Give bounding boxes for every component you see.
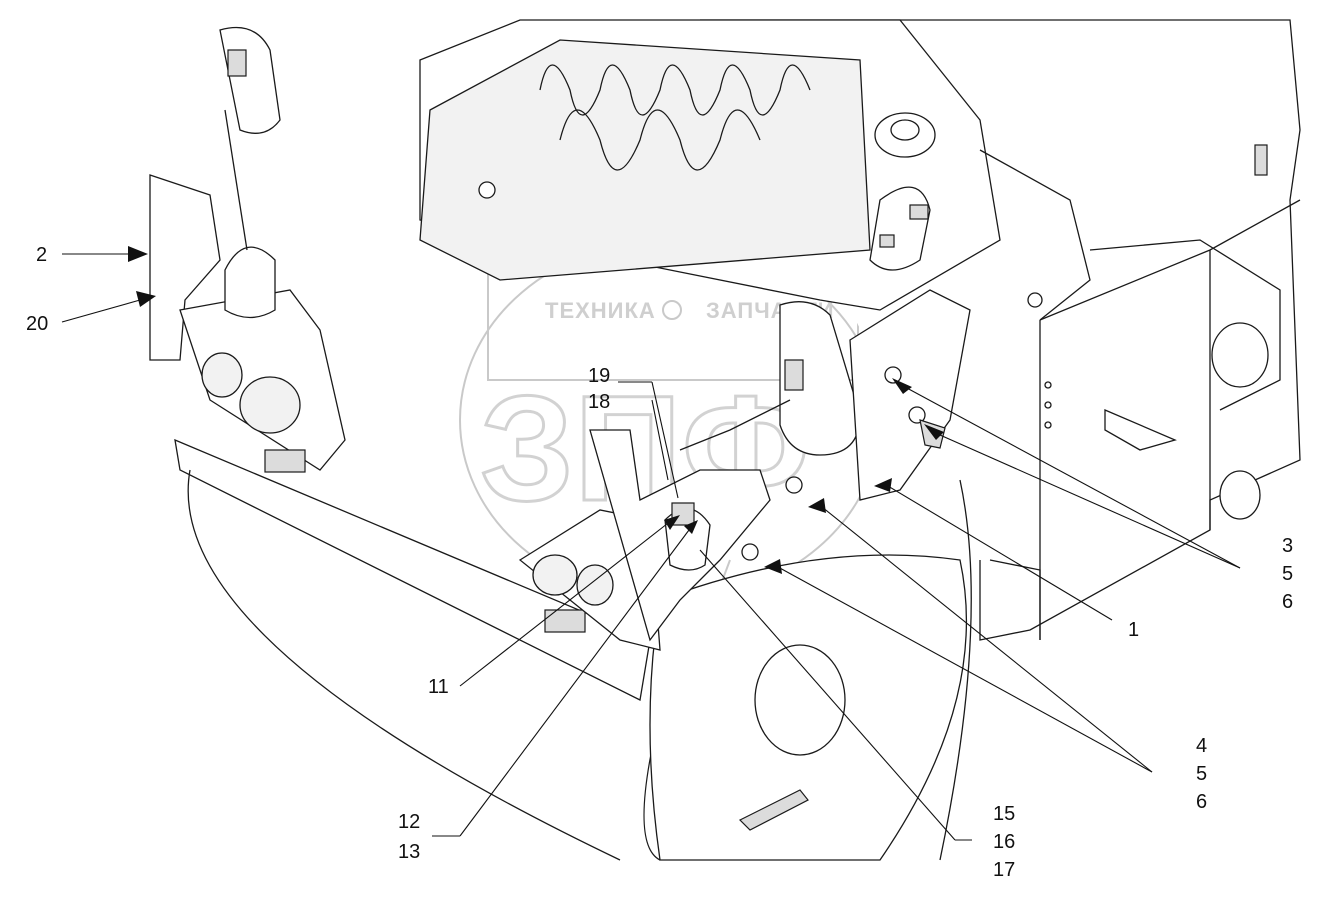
right-mirror	[779, 301, 861, 456]
leader-15	[699, 549, 956, 841]
hood-bolt	[478, 181, 496, 199]
hood-radiator-fins	[539, 64, 811, 116]
bumper-clip	[264, 449, 306, 473]
drum-left	[187, 469, 621, 861]
leader-4b	[777, 566, 1153, 773]
bumper-bar	[174, 438, 651, 701]
left-speaker-grille	[201, 352, 243, 398]
leader-1	[887, 485, 1113, 621]
frame-inner	[1089, 239, 1281, 411]
drum-right	[939, 479, 972, 861]
arrow-20	[136, 291, 156, 307]
arrow-4b	[764, 559, 782, 574]
leaders	[61, 246, 1241, 841]
right-mirror-mount	[784, 359, 804, 391]
callout-11: 11	[428, 676, 449, 698]
control-switch	[909, 204, 929, 220]
left-mirror-arm	[224, 109, 248, 251]
center-speaker-grille	[532, 554, 578, 596]
callout-13: 13	[398, 841, 420, 863]
callout-4: 4	[1196, 735, 1207, 757]
arrow-3b	[924, 424, 944, 440]
callout-1: 1	[1128, 619, 1139, 641]
hood-panel	[419, 39, 871, 281]
arrow-12	[684, 520, 698, 534]
center-joystick-knob	[671, 502, 695, 526]
right-lamp	[908, 406, 926, 424]
leader-3b	[939, 434, 1241, 569]
arrow-11	[664, 515, 680, 530]
frame-bracket	[1104, 409, 1177, 451]
filler-cap-inner	[890, 119, 920, 141]
left-joystick-boot	[224, 246, 276, 319]
leader-12	[459, 525, 693, 837]
arrow-3a	[892, 378, 912, 394]
leader-19	[651, 381, 679, 499]
gear-icon	[662, 300, 682, 320]
leader-4a	[821, 506, 1153, 773]
frame-opening	[1211, 322, 1269, 388]
bumper-clip	[544, 609, 586, 633]
callout-20: 20	[26, 313, 48, 335]
leader-3a	[904, 386, 1241, 569]
center-speaker-grille-small	[576, 564, 614, 606]
engine-hood	[419, 19, 1091, 321]
callout-5b: 5	[1196, 763, 1207, 785]
callout-6a: 6	[1282, 591, 1293, 613]
right-mirror-assembly	[679, 289, 971, 561]
right-guard	[849, 289, 971, 501]
filler-cap	[874, 112, 936, 158]
callout-5a: 5	[1282, 563, 1293, 585]
arrow-2	[128, 246, 148, 262]
arrow-4a	[808, 498, 826, 513]
leader-18	[651, 399, 669, 481]
side-lamp	[741, 543, 759, 561]
frame-hole	[1219, 470, 1261, 520]
leader-20	[61, 299, 141, 323]
leader-11	[459, 519, 673, 687]
left-mirror-mount	[227, 49, 247, 77]
callout-19: 19	[588, 365, 610, 387]
drum-scraper	[738, 789, 809, 831]
frame-bolt	[1044, 381, 1052, 389]
side-lamp	[785, 476, 803, 494]
hood-bolt	[1027, 292, 1043, 308]
right-lamp	[884, 366, 902, 384]
hood-radiator-fins-lower	[559, 109, 761, 171]
drum-hub	[754, 644, 846, 756]
callout-12: 12	[398, 811, 420, 833]
frame-bolt	[1044, 401, 1052, 409]
callout-16: 16	[993, 831, 1015, 853]
right-mirror-arm	[679, 399, 791, 451]
left-lamp-housing	[149, 26, 346, 471]
left-mirror	[219, 26, 281, 134]
arrow-1	[874, 478, 892, 492]
front-drum	[174, 438, 972, 861]
callout-3: 3	[1282, 535, 1293, 557]
frame-lower	[989, 559, 1041, 640]
left-speaker-grille-large	[239, 376, 301, 434]
left-bracket	[149, 174, 221, 361]
watermark-text-left: ТЕХНИКА	[545, 298, 656, 323]
frame-pin	[1254, 144, 1268, 176]
callout-labels: 2 20 19 18 3 5 6 1 11 4 5 6 15 16 17 12 …	[26, 244, 1293, 881]
callout-18: 18	[588, 391, 610, 413]
callout-6b: 6	[1196, 791, 1207, 813]
callout-2: 2	[36, 244, 47, 266]
callout-17: 17	[993, 859, 1015, 881]
control-switch	[879, 234, 895, 248]
hood-side	[979, 149, 1091, 321]
callout-15: 15	[993, 803, 1015, 825]
frame-bolt	[1044, 421, 1052, 429]
